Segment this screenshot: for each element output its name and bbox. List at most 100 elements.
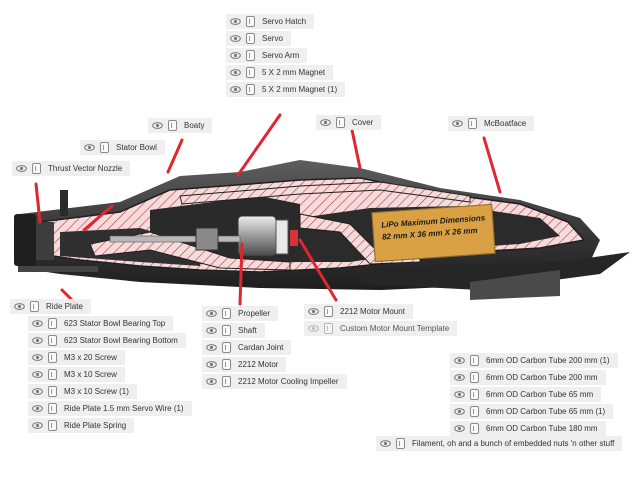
- body-icon: [48, 386, 57, 397]
- body-icon: [246, 16, 255, 27]
- body-icon: [32, 163, 41, 174]
- component-label: Ride Plate 1.5 mm Servo Wire (1): [64, 404, 184, 413]
- component-item[interactable]: Boaty: [148, 118, 213, 133]
- component-item[interactable]: Servo: [226, 31, 291, 46]
- component-item[interactable]: Servo Arm: [226, 48, 308, 63]
- eye-icon[interactable]: [229, 15, 242, 28]
- component-label: 623 Stator Bowl Bearing Top: [64, 319, 166, 328]
- component-item[interactable]: Ride Plate: [10, 299, 91, 314]
- component-item[interactable]: Filament, oh and a bunch of embedded nut…: [376, 436, 623, 451]
- component-label: McBoatface: [484, 119, 527, 128]
- eye-icon[interactable]: [205, 358, 218, 371]
- eye-icon[interactable]: [13, 300, 26, 313]
- eye-icon[interactable]: [31, 419, 44, 432]
- eye-icon[interactable]: [453, 405, 466, 418]
- component-item[interactable]: McBoatface: [448, 116, 535, 131]
- stern-post: [60, 190, 68, 216]
- component-label: Servo: [262, 34, 283, 43]
- eye-icon[interactable]: [319, 116, 332, 129]
- component-item[interactable]: Ride Plate 1.5 mm Servo Wire (1): [28, 401, 192, 416]
- component-item[interactable]: Stator Bowl: [80, 140, 165, 155]
- component-item[interactable]: 623 Stator Bowl Bearing Top: [28, 316, 174, 331]
- component-label: Servo Arm: [262, 51, 300, 60]
- component-item[interactable]: Custom Motor Mount Template: [304, 321, 458, 336]
- eye-icon[interactable]: [453, 422, 466, 435]
- component-label: M3 x 20 Screw: [64, 353, 117, 362]
- component-item[interactable]: 5 X 2 mm Magnet: [226, 65, 334, 80]
- component-item[interactable]: M3 x 20 Screw: [28, 350, 125, 365]
- component-item[interactable]: 2212 Motor: [202, 357, 287, 372]
- eye-icon[interactable]: [205, 375, 218, 388]
- body-icon: [100, 142, 109, 153]
- component-item[interactable]: Cover: [316, 115, 382, 130]
- component-item[interactable]: 6mm OD Carbon Tube 65 mm (1): [450, 404, 614, 419]
- eye-icon[interactable]: [229, 66, 242, 79]
- eye-icon[interactable]: [205, 341, 218, 354]
- eye-icon[interactable]: [31, 368, 44, 381]
- hull-tail-skid: [470, 270, 560, 300]
- component-label: 6mm OD Carbon Tube 180 mm: [486, 424, 598, 433]
- eye-icon[interactable]: [229, 83, 242, 96]
- component-label: Filament, oh and a bunch of embedded nut…: [412, 439, 615, 448]
- component-item[interactable]: 6mm OD Carbon Tube 65 mm: [450, 387, 602, 402]
- component-item[interactable]: 6mm OD Carbon Tube 180 mm: [450, 421, 606, 436]
- component-label: Cardan Joint: [238, 343, 284, 352]
- eye-icon[interactable]: [31, 385, 44, 398]
- component-label: Boaty: [184, 121, 205, 130]
- body-icon: [48, 352, 57, 363]
- body-icon: [48, 369, 57, 380]
- ride-plate: [18, 266, 98, 272]
- eye-icon[interactable]: [31, 402, 44, 415]
- nozzle-ring: [36, 222, 54, 260]
- component-item[interactable]: M3 x 10 Screw: [28, 367, 125, 382]
- body-icon: [222, 325, 231, 336]
- eye-icon[interactable]: [31, 317, 44, 330]
- eye-icon[interactable]: [83, 141, 96, 154]
- eye-icon[interactable]: [451, 117, 464, 130]
- component-item[interactable]: Propeller: [202, 306, 279, 321]
- component-item[interactable]: Shaft: [202, 323, 265, 338]
- eye-icon[interactable]: [453, 354, 466, 367]
- body-icon: [470, 423, 479, 434]
- body-icon: [48, 335, 57, 346]
- eye-icon[interactable]: [229, 32, 242, 45]
- component-item[interactable]: 2212 Motor Mount: [304, 304, 413, 319]
- eye-icon[interactable]: [379, 437, 392, 450]
- eye-icon[interactable]: [205, 307, 218, 320]
- body-icon: [324, 323, 333, 334]
- component-item[interactable]: Ride Plate Spring: [28, 418, 135, 433]
- component-item[interactable]: M3 x 10 Screw (1): [28, 384, 137, 399]
- eye-icon[interactable]: [31, 351, 44, 364]
- component-item[interactable]: 623 Stator Bowl Bearing Bottom: [28, 333, 186, 348]
- component-label: Ride Plate Spring: [64, 421, 127, 430]
- inner-rib-2: [299, 213, 421, 265]
- body-icon: [246, 84, 255, 95]
- body-icon: [246, 67, 255, 78]
- component-label: Propeller: [238, 309, 271, 318]
- eye-icon[interactable]: [453, 388, 466, 401]
- component-label: Cover: [352, 118, 374, 127]
- component-item[interactable]: 2212 Motor Cooling Impeller: [202, 374, 347, 389]
- eye-icon[interactable]: [453, 371, 466, 384]
- component-item[interactable]: 5 X 2 mm Magnet (1): [226, 82, 346, 97]
- body-icon: [246, 50, 255, 61]
- red-coupler: [290, 230, 298, 246]
- eye-icon[interactable]: [307, 322, 320, 335]
- body-icon: [48, 318, 57, 329]
- component-item[interactable]: 6mm OD Carbon Tube 200 mm (1): [450, 353, 618, 368]
- eye-icon[interactable]: [307, 305, 320, 318]
- eye-icon[interactable]: [205, 324, 218, 337]
- eye-icon[interactable]: [31, 334, 44, 347]
- component-item[interactable]: Thrust Vector Nozzle: [12, 161, 131, 176]
- eye-icon[interactable]: [229, 49, 242, 62]
- eye-icon[interactable]: [151, 119, 164, 132]
- component-item[interactable]: Cardan Joint: [202, 340, 292, 355]
- body-icon: [222, 342, 231, 353]
- body-icon: [48, 420, 57, 431]
- body-icon: [168, 120, 177, 131]
- component-item[interactable]: Servo Hatch: [226, 14, 315, 29]
- component-label: Servo Hatch: [262, 17, 307, 26]
- eye-icon[interactable]: [15, 162, 28, 175]
- component-item[interactable]: 6mm OD Carbon Tube 200 mm: [450, 370, 606, 385]
- body-icon: [246, 33, 255, 44]
